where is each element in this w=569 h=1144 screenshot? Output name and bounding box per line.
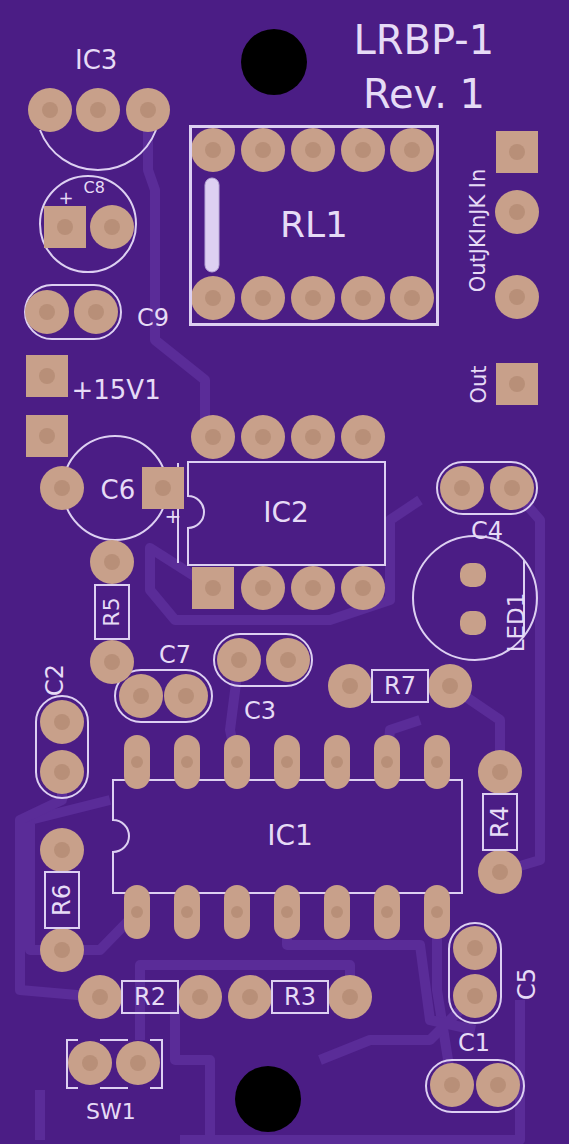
connector-label: +15V1 (72, 377, 161, 403)
connector-label: OutJKInJK In (468, 168, 489, 292)
component-designator: RL1 (280, 207, 348, 243)
component-designator: R3 (284, 985, 316, 1009)
component-designator: R6 (50, 884, 74, 916)
component-designator: R5 (101, 597, 123, 626)
component-designator: C2 (43, 664, 67, 696)
ic-outline: IC1 (125, 781, 455, 891)
resistor-outline: R7 (371, 669, 429, 703)
resistor-outline: R2 (121, 980, 179, 1014)
component-designator: C1 (458, 1031, 490, 1055)
connector-label: Out (469, 365, 490, 403)
component-designator: SW1 (86, 1101, 136, 1123)
component-designator: C8 (84, 180, 105, 196)
copper-traces (20, 110, 540, 1140)
component-designator: C7 (159, 643, 191, 667)
pads (25, 88, 539, 1107)
component-designator: LED1 (505, 592, 528, 652)
component-designator: R2 (134, 985, 166, 1009)
resistor-outline: R3 (271, 980, 329, 1014)
revision-label: Rev. 1 (363, 74, 485, 114)
reed-switch (205, 178, 219, 272)
mounting-hole (235, 1066, 301, 1132)
polarity-mark: + (165, 506, 182, 526)
component-designator: C6 (101, 477, 136, 503)
polarity-mark: + (59, 189, 74, 207)
component-designator: C9 (137, 306, 169, 330)
mounting-hole (241, 29, 307, 95)
resistor-outline: R4 (482, 793, 518, 851)
component-designator: R7 (384, 674, 416, 698)
silkscreen-outlines (25, 126, 537, 1112)
component-designator: C5 (515, 968, 539, 1000)
resistor-outline: R6 (44, 871, 80, 929)
ic-outline: IC2 (191, 463, 381, 563)
component-designator: IC3 (75, 47, 117, 73)
resistor-outline: R5 (94, 584, 130, 640)
component-designator: C4 (471, 519, 503, 543)
component-designator: IC1 (267, 822, 313, 850)
board-title: LRBP-1 (354, 20, 495, 60)
component-designator: C3 (244, 699, 276, 723)
component-designator: IC2 (263, 499, 309, 527)
component-designator: R4 (488, 806, 512, 838)
relay-outline: RL1 (190, 126, 438, 325)
